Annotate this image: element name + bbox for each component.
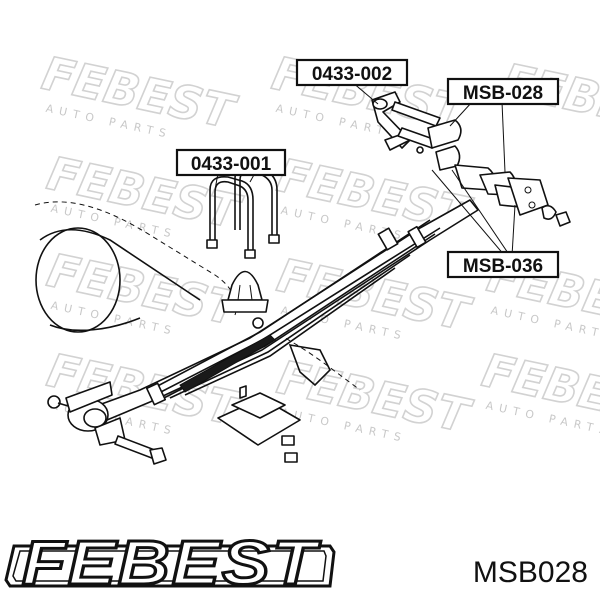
callout-label-msb-036: MSB-036 <box>463 256 543 277</box>
callout-label-0433-002: 0433-002 <box>312 64 392 85</box>
leaf-clip <box>377 227 399 251</box>
callout-box <box>295 58 409 87</box>
u-bolt-thread <box>268 234 280 244</box>
axle-housing-end <box>35 227 121 333</box>
callout-0433-001: 0433-001 <box>175 148 287 177</box>
callout-box <box>446 250 560 279</box>
callout-0433-002: 0433-002 <box>295 58 409 87</box>
part-number: MSB028 <box>473 556 588 589</box>
shackle-bushings <box>427 119 571 227</box>
rear-washer <box>541 204 557 220</box>
front-bushing <box>83 408 107 428</box>
front-bolt-head <box>149 447 167 465</box>
u-bolt-thread <box>206 239 218 249</box>
front-nut <box>47 395 61 409</box>
leaf-spring <box>84 199 479 426</box>
callout-box <box>175 148 287 177</box>
callout-leaders <box>214 81 516 257</box>
callout-box <box>446 77 560 106</box>
callout-label-msb-028: MSB-028 <box>463 83 543 104</box>
spring-pad <box>217 385 301 463</box>
u-bolt-thread <box>244 249 256 259</box>
leaf-clip <box>145 382 167 406</box>
front-eye-assembly <box>47 381 167 465</box>
pad-nut <box>284 452 298 463</box>
axle-housing-flange <box>288 343 331 387</box>
pad-nut <box>281 435 295 446</box>
center-bolt <box>252 317 264 329</box>
shackle-eye <box>372 98 388 110</box>
callout-msb-028: MSB-028 <box>446 77 560 106</box>
bump-stop <box>221 270 269 313</box>
febest-logo: FEBEST <box>4 528 336 600</box>
callout-label-0433-001: 0433-001 <box>191 154 272 175</box>
callout-msb-036: MSB-036 <box>446 250 560 279</box>
rear-nut <box>555 211 571 227</box>
leaf-clip <box>407 225 427 249</box>
febest-logo-text: FEBEST <box>22 529 322 598</box>
